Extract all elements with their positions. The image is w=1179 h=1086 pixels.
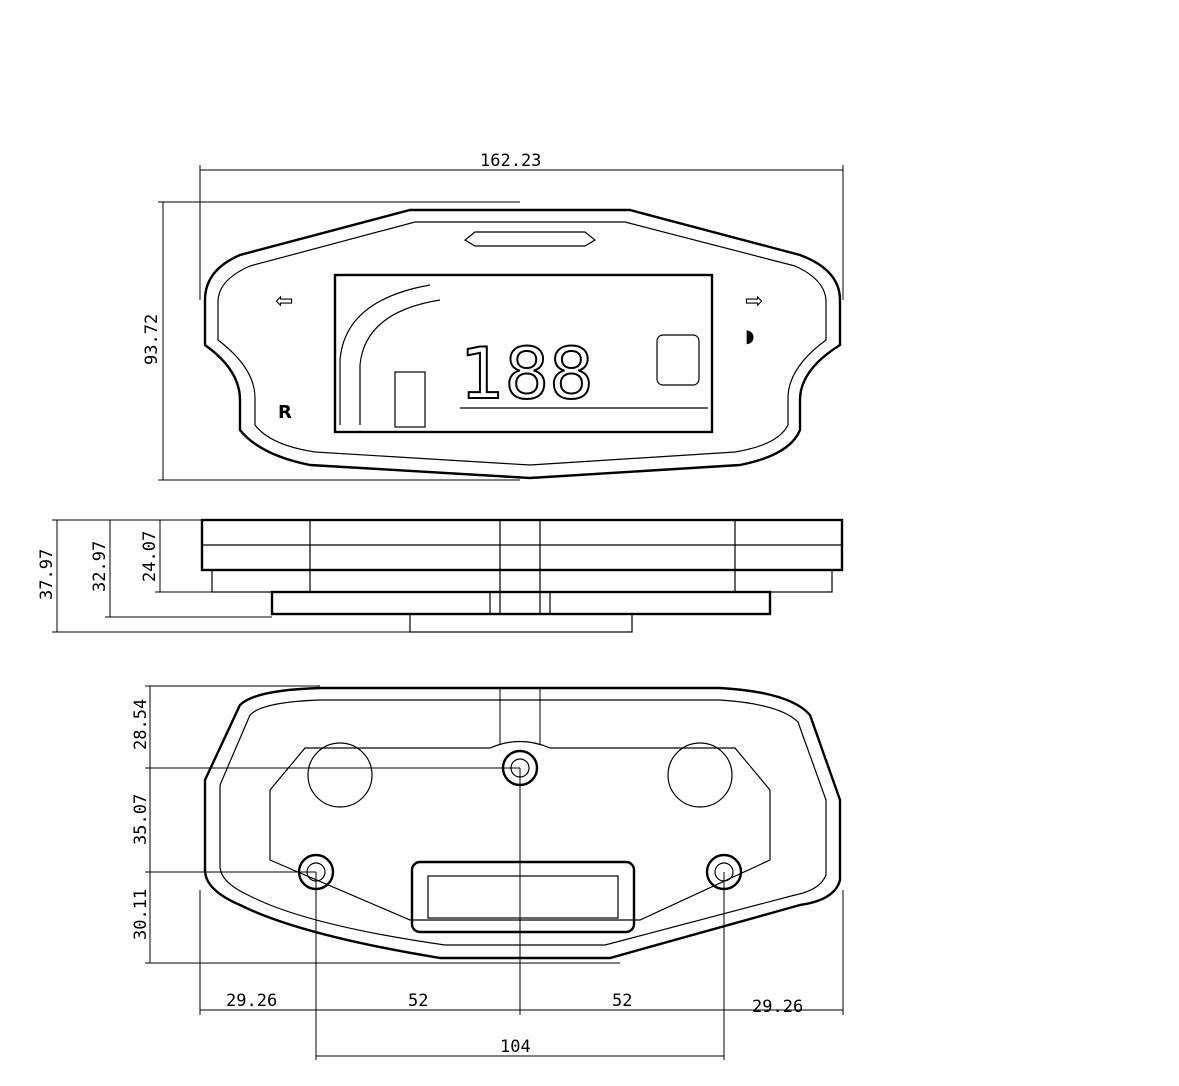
left-turn-arrow-icon: ⇦: [275, 289, 293, 314]
lcd-display: [333, 273, 714, 434]
connector: [410, 860, 636, 934]
fuel-gauge: [394, 371, 426, 428]
dim-back-hole-span: 104: [500, 1037, 531, 1057]
back-view: 28.54 35.07 30.11 29.26 52 52 29.26 104: [131, 685, 844, 1060]
dim-back-left-margin: 29.26: [226, 991, 277, 1011]
dim-side-body: 24.07: [140, 531, 160, 582]
dim-side-mid: 32.97: [90, 541, 110, 592]
dim-back-middle: 35.07: [131, 794, 151, 845]
headlight-icon: ◗: [745, 326, 754, 347]
speed-digits: 188: [460, 333, 594, 415]
dim-back-left-half: 52: [408, 991, 428, 1011]
dim-back-right-half: 52: [612, 991, 632, 1011]
dim-back-bottom: 30.11: [131, 889, 151, 940]
dim-back-right-margin: 29.26: [752, 997, 803, 1017]
dim-front-height: 93.72: [142, 314, 162, 365]
top-indicator: [463, 231, 597, 247]
dim-back-top: 28.54: [131, 699, 151, 750]
right-turn-arrow-icon: ⇨: [745, 289, 763, 314]
reverse-r-icon: R: [278, 402, 292, 423]
dim-side-total: 37.97: [37, 549, 57, 600]
side-view: 37.97 32.97 24.07: [37, 518, 844, 633]
dim-front-width: 162.23: [480, 151, 541, 171]
front-view: 188 ⇦ ⇨ ◗ R 162.23 93.72: [142, 151, 844, 481]
gear-indicator: [656, 334, 700, 386]
